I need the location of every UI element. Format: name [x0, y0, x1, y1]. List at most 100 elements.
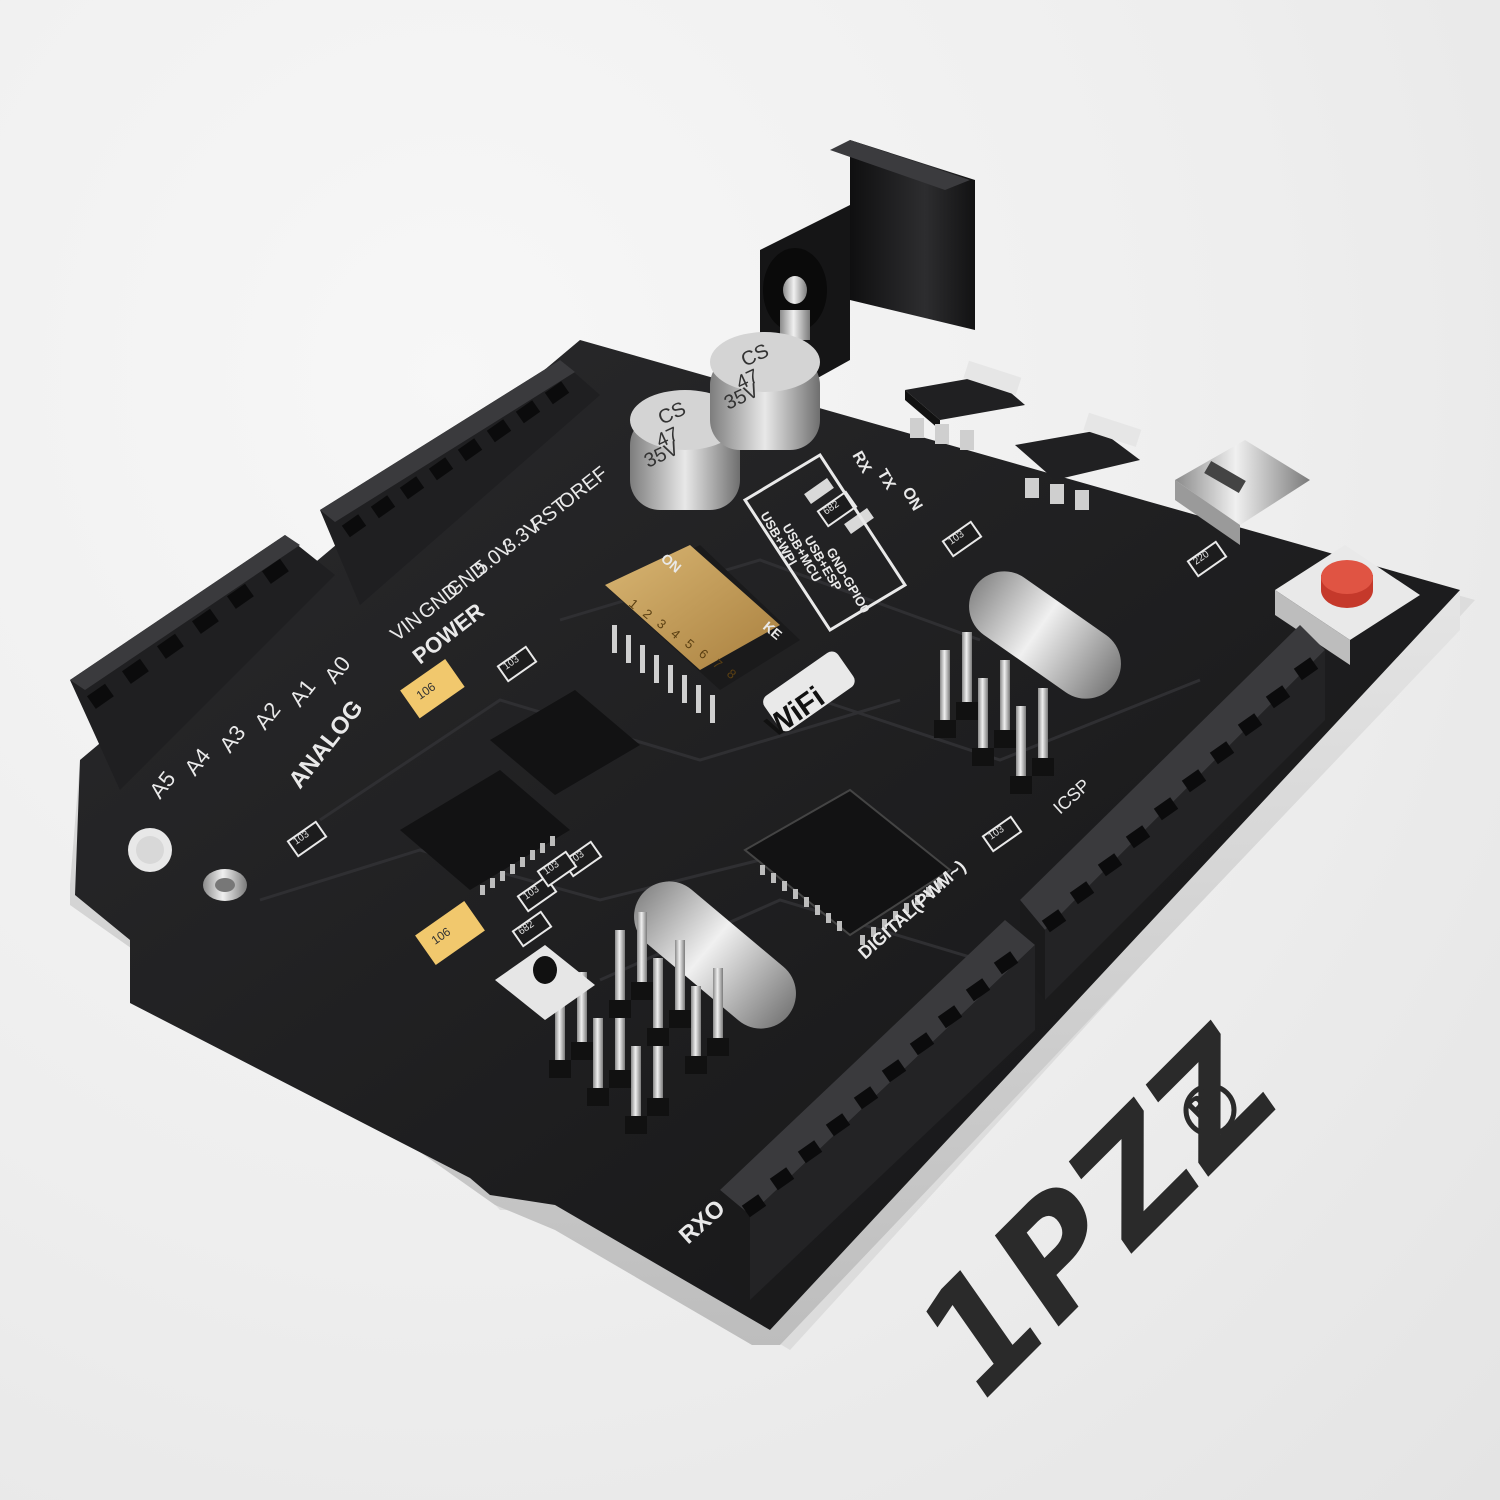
header-socket	[741, 1194, 767, 1218]
header-socket	[515, 400, 541, 424]
voltage-regulator-1	[905, 360, 1025, 450]
chip-pin	[510, 864, 515, 874]
header-socket	[1237, 713, 1263, 737]
smd-resistor	[1186, 540, 1228, 578]
antenna-connector	[203, 869, 247, 901]
crystal-2	[634, 881, 796, 1029]
dip-pin	[654, 655, 659, 683]
smd-resistor	[536, 850, 578, 888]
led	[844, 508, 874, 534]
header-socket	[156, 633, 184, 659]
header-pin	[615, 930, 625, 1010]
header-pin	[631, 1046, 641, 1126]
power-header	[320, 360, 600, 605]
micro-usb-port	[1175, 440, 1310, 545]
pin-base	[685, 1056, 707, 1074]
chip-pin	[550, 836, 555, 846]
chip-pin	[500, 871, 505, 881]
icsp-header-2	[549, 912, 729, 1134]
header-socket	[544, 381, 570, 405]
dip-pin	[640, 645, 645, 673]
pin-base	[549, 1060, 571, 1078]
chip-pin	[760, 865, 765, 875]
chip-pin	[837, 921, 842, 931]
crystal-1	[969, 571, 1121, 699]
header-pin	[1000, 660, 1010, 740]
header-pin	[637, 912, 647, 992]
chip-pin	[815, 905, 820, 915]
dip-pin	[668, 665, 673, 693]
header-socket	[909, 1032, 935, 1056]
pin-base	[609, 1000, 631, 1018]
header-socket	[1293, 657, 1319, 681]
smd-resistor	[981, 815, 1023, 853]
wifi-chip	[400, 770, 570, 895]
digital-header-1	[1020, 625, 1325, 1000]
chip-pin	[893, 911, 898, 921]
header-pin	[1038, 688, 1048, 768]
header-socket	[1265, 685, 1291, 709]
chip-pin	[540, 843, 545, 853]
dip-pin	[626, 635, 631, 663]
header-pin	[691, 986, 701, 1066]
header-socket	[261, 558, 289, 584]
header-socket	[1181, 769, 1207, 793]
pin-base	[994, 730, 1016, 748]
header-socket	[1069, 881, 1095, 905]
header-pin	[713, 968, 723, 1048]
smd-resistor	[941, 520, 983, 558]
pin-base	[956, 702, 978, 720]
header-socket	[341, 514, 367, 538]
header-socket	[937, 1005, 963, 1029]
pin-base	[571, 1042, 593, 1060]
chip-pin	[490, 878, 495, 888]
header-socket	[881, 1059, 907, 1083]
chip-pin	[904, 903, 909, 913]
chip-pin	[480, 885, 485, 895]
header-socket	[191, 608, 219, 634]
header-socket	[1153, 797, 1179, 821]
header-socket	[769, 1167, 795, 1191]
chip-pin	[826, 913, 831, 923]
chip-pin	[520, 857, 525, 867]
led	[804, 478, 834, 504]
dip-pin	[710, 695, 715, 723]
smd-resistor	[286, 820, 328, 858]
chip-pin	[804, 897, 809, 907]
header-socket	[428, 457, 454, 481]
header-pin	[675, 940, 685, 1020]
dc-jack	[760, 140, 975, 410]
chip-pin	[926, 887, 931, 897]
smd-resistor	[511, 910, 553, 948]
icsp-header-1	[934, 632, 1054, 794]
reset-button[interactable]	[1275, 545, 1420, 665]
header-socket	[853, 1086, 879, 1110]
boot-button[interactable]	[495, 945, 595, 1020]
pin-base	[631, 982, 653, 1000]
chip-pin	[937, 879, 942, 889]
header-pin	[940, 650, 950, 730]
voltage-regulator-2	[1015, 412, 1142, 510]
registered-icon	[1183, 1083, 1237, 1137]
header-socket	[1125, 825, 1151, 849]
chip-pin	[793, 889, 798, 899]
header-socket	[1041, 909, 1067, 933]
usb-serial-chip	[490, 690, 640, 795]
smd-resistor	[816, 490, 858, 528]
header-pin	[978, 678, 988, 758]
header-socket	[399, 476, 425, 500]
pin-base	[587, 1088, 609, 1106]
pin-base	[669, 1010, 691, 1028]
pin-base	[609, 1070, 631, 1088]
chip-pin	[782, 881, 787, 891]
pin-base	[707, 1038, 729, 1056]
analog-header	[70, 535, 335, 790]
header-socket	[486, 419, 512, 443]
capacitor-2: CS 47 35V	[710, 332, 820, 450]
header-socket	[1209, 741, 1235, 765]
chip-pin	[530, 850, 535, 860]
pin-base	[647, 1098, 669, 1116]
pin-base	[972, 748, 994, 766]
